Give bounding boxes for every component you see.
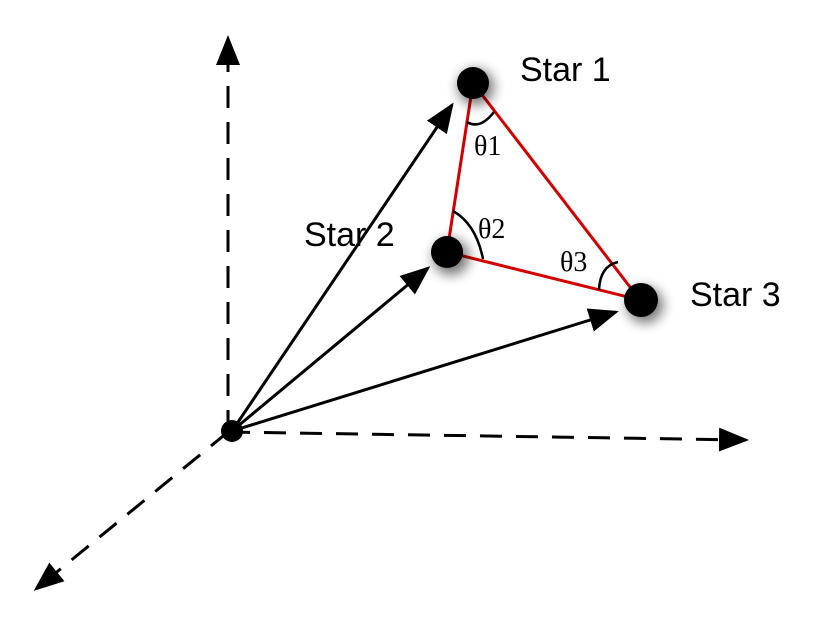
theta2-label: θ2 [478, 214, 505, 245]
angle-arc-theta3 [597, 260, 619, 291]
coordinate-axes [33, 35, 749, 591]
angle-arc-theta2 [452, 209, 485, 260]
star3-label: Star 3 [690, 276, 781, 314]
star3-marker [624, 283, 663, 323]
star3-dot [624, 283, 658, 317]
position-vectors [230, 102, 619, 433]
star1-label: Star 1 [520, 51, 611, 89]
theta3-label: θ3 [560, 247, 587, 278]
angle-arcs [452, 111, 619, 291]
vector-star1 [230, 102, 454, 432]
vector-star3 [231, 308, 619, 433]
star1-marker [457, 67, 494, 105]
axis-y [33, 430, 229, 591]
star-triangle [445, 79, 644, 303]
theta1-label: θ1 [474, 131, 501, 162]
star2-marker [431, 236, 469, 275]
axis-x [227, 427, 749, 452]
star2-dot [431, 236, 463, 268]
vector-star2 [231, 266, 431, 433]
star2-label: Star 2 [304, 216, 395, 254]
star1-dot [457, 67, 489, 99]
angle-arc-theta1 [466, 111, 495, 126]
